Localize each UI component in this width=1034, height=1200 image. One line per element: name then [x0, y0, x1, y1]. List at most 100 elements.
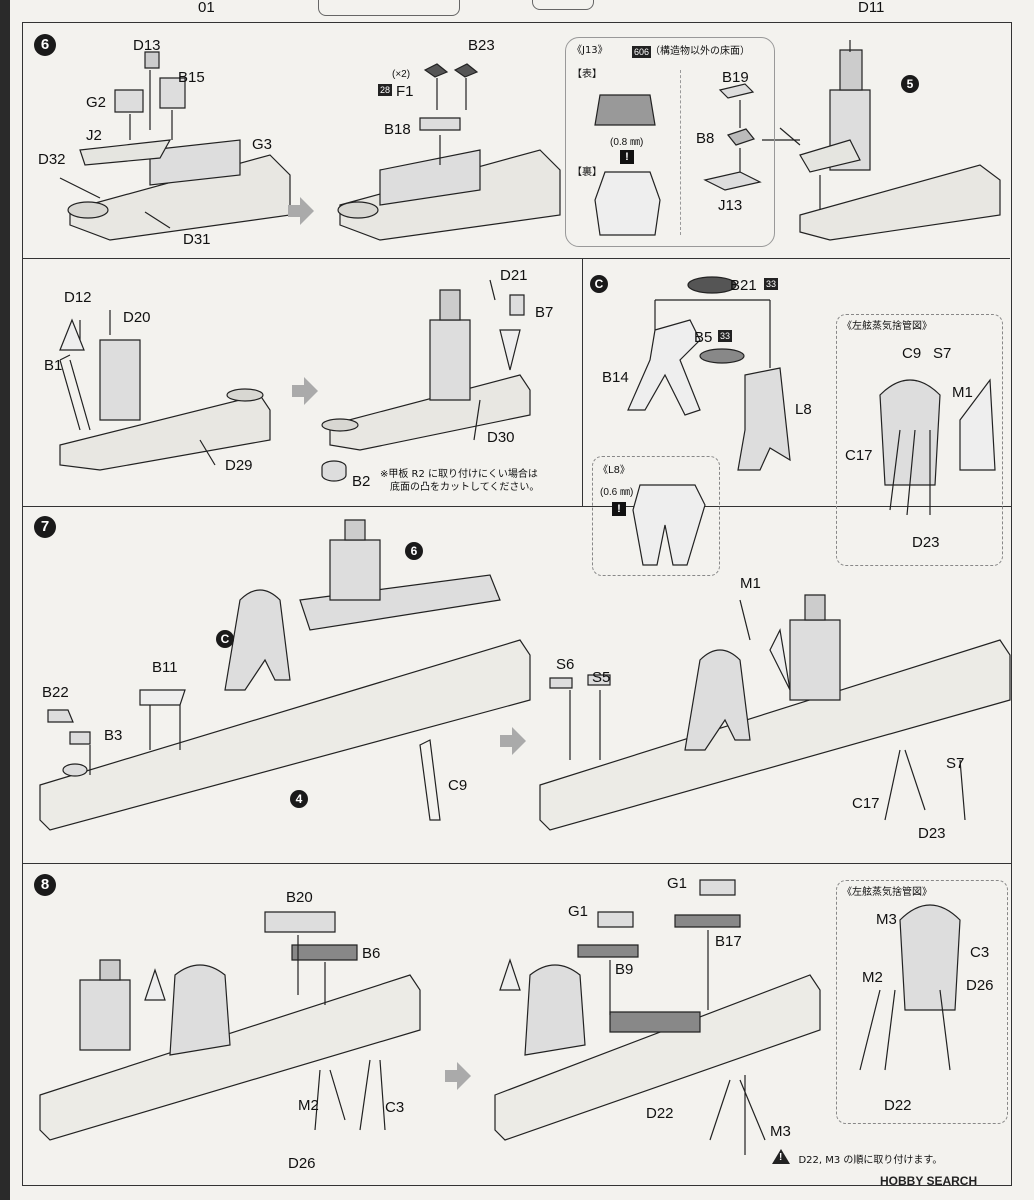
subC-badge: C	[590, 275, 608, 293]
step7-panel	[22, 506, 1012, 864]
label-M3-detail: M3	[876, 911, 897, 928]
watermark: HOBBY SEARCH	[880, 1172, 977, 1190]
top-strip: 01 D11	[22, 0, 1012, 23]
step7-right-hull	[539, 594, 1011, 831]
label-D26-detail: D26	[966, 977, 994, 994]
step6-hull-d	[59, 310, 271, 471]
exclamation-icon-2: !	[612, 502, 626, 516]
label-F1: F1	[396, 83, 414, 100]
label-B3: B3	[104, 727, 123, 744]
warning-note: ! D22, M3 の順に取り付けます。	[772, 1148, 942, 1166]
top-strip-right-label: D11	[858, 0, 885, 16]
j13-front: 【表】	[572, 69, 602, 80]
l8-thickness: (0.6 ㎜)	[600, 487, 634, 498]
label-M3: M3	[770, 1123, 791, 1140]
top-strip-left-label: 01	[198, 0, 215, 16]
j13-note: （構造物以外の床面）	[650, 46, 750, 57]
label-S6: S6	[556, 656, 575, 673]
label-J2: J2	[86, 127, 102, 144]
note-line-1: ※甲板 R2 に取り付けにくい場合は	[380, 469, 538, 480]
ref-step5-badge: 5	[901, 75, 919, 93]
step8-right-hull	[494, 879, 821, 1155]
label-B1: B1	[44, 357, 63, 374]
step8-number-badge: 8	[34, 874, 56, 896]
label-B18: B18	[384, 121, 411, 138]
subC-port-detail	[879, 378, 996, 516]
step6-subpanel-top	[582, 258, 1010, 259]
label-B7: B7	[535, 304, 554, 321]
label-B20: B20	[286, 889, 313, 906]
label-C9: C9	[448, 777, 468, 794]
top-strip-part-outline	[318, 0, 460, 16]
subC-port-box	[836, 314, 1003, 566]
label-C9-detail: C9	[902, 345, 922, 362]
label-D26: D26	[288, 1155, 316, 1172]
left-binding-edge	[0, 0, 10, 1200]
l8-title: 《L8》	[598, 465, 630, 476]
label-C3: C3	[385, 1099, 405, 1116]
step6-hull-a	[59, 51, 291, 241]
ref-C-badge: C	[216, 630, 234, 648]
label-G3: G3	[252, 136, 273, 153]
label-D22: D22	[646, 1105, 674, 1122]
j13-detail-box	[565, 37, 775, 247]
label-C3-detail: C3	[970, 944, 990, 961]
label-S7-detail: S7	[933, 345, 952, 362]
step8-port-title: 《左舷蒸気捨管図》	[842, 887, 932, 898]
label-D23: D23	[918, 825, 946, 842]
step6-subpanel-divider	[582, 258, 583, 506]
label-D23-detail: D23	[912, 534, 940, 551]
label-D30: D30	[487, 429, 515, 446]
ref-step6-badge: 6	[405, 542, 423, 560]
step6-hull-c	[779, 40, 1001, 241]
label-D32: D32	[38, 151, 66, 168]
arrow-right-icon-4	[445, 1062, 471, 1090]
label-S7: S7	[946, 755, 965, 772]
tag-606: 606	[632, 46, 652, 58]
label-G1-lower: G1	[568, 903, 589, 920]
label-B22: B22	[42, 684, 69, 701]
subC-port-title: 《左舷蒸気捨管図》	[842, 321, 932, 332]
label-C17-detail: C17	[845, 447, 873, 464]
label-M2-detail: M2	[862, 969, 883, 986]
note-line-2: 底面の凸をカットしてください。	[390, 482, 540, 493]
label-M1: M1	[740, 575, 761, 592]
label-B11: B11	[152, 659, 178, 676]
label-D13: D13	[133, 37, 161, 54]
tag-28: 28	[378, 84, 393, 96]
step8-port-box	[836, 880, 1008, 1124]
j13-divider	[680, 70, 681, 235]
label-D31: D31	[183, 231, 211, 248]
warning-icon: !	[772, 1149, 790, 1165]
label-B5: B5	[694, 329, 713, 346]
label-B19: B19	[722, 69, 749, 86]
label-B17: B17	[715, 933, 742, 950]
label-B8: B8	[696, 130, 715, 147]
label-L8: L8	[795, 401, 812, 418]
label-D29: D29	[225, 457, 253, 474]
step8-panel	[22, 863, 1012, 1186]
label-D22-detail: D22	[884, 1097, 912, 1114]
label-G1-upper: G1	[667, 875, 688, 892]
ref-step4-badge: 4	[290, 790, 308, 808]
label-B2: B2	[352, 473, 371, 490]
j13-back: 【裏】	[572, 167, 602, 178]
step8-left-hull	[39, 911, 421, 1141]
label-B14: B14	[602, 369, 629, 386]
label-B21: B21	[730, 277, 757, 294]
label-J13: J13	[718, 197, 743, 214]
label-D21: D21	[500, 267, 528, 284]
tag-33a: 33	[764, 278, 779, 290]
label-S5: S5	[592, 669, 611, 686]
subC-funnel	[627, 276, 791, 471]
step7-number-badge: 7	[34, 516, 56, 538]
j13-thickness: (0.8 ㎜)	[610, 137, 644, 148]
label-G2: G2	[86, 94, 107, 111]
arrow-right-icon-3	[500, 727, 526, 755]
label-B6: B6	[362, 945, 381, 962]
label-C17: C17	[852, 795, 880, 812]
label-B9: B9	[615, 961, 634, 978]
label-B23: B23	[468, 37, 495, 54]
tag-33b: 33	[718, 330, 733, 342]
